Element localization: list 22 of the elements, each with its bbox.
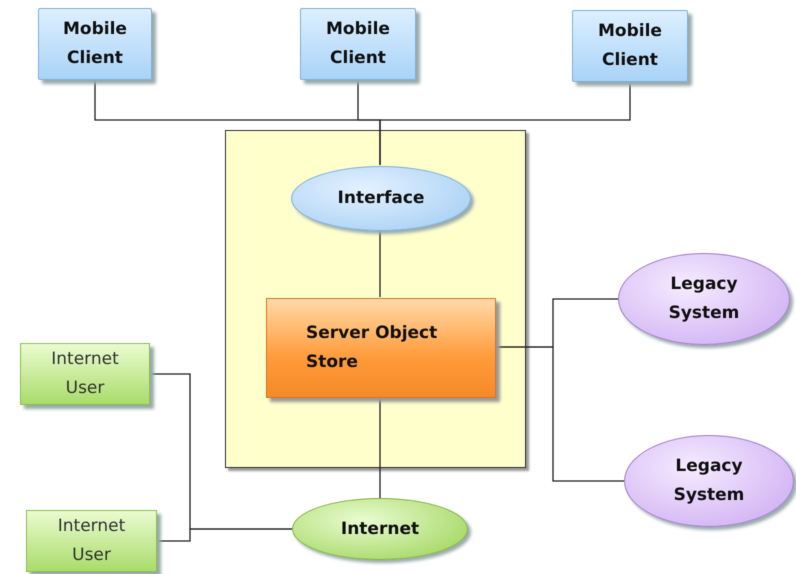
client-box	[300, 8, 416, 80]
node-label: Internet	[340, 518, 420, 541]
node-label: Mobile Client	[597, 20, 663, 72]
node-label: Legacy System	[672, 455, 746, 507]
node-label: Internet User	[56, 515, 126, 567]
client-box	[38, 8, 152, 80]
connector-line	[379, 82, 631, 165]
client-box	[572, 10, 688, 82]
connector-line	[379, 230, 381, 297]
connector-line	[495, 346, 624, 482]
node-label: Internet User	[50, 348, 120, 400]
server-box	[266, 298, 496, 398]
connector-line	[157, 528, 292, 542]
node-label: Legacy System	[668, 273, 740, 325]
server-panel	[225, 130, 526, 468]
node-label: Mobile Client	[325, 18, 391, 70]
user-box	[26, 510, 157, 572]
node-label: Interface	[338, 187, 424, 210]
connector-line	[379, 397, 381, 498]
node-label: Mobile Client	[62, 18, 128, 70]
user-box	[20, 343, 150, 405]
node-label: Server Object Store	[306, 322, 438, 374]
